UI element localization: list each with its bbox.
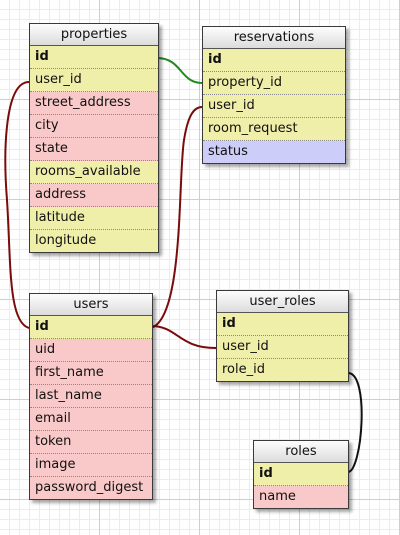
reservations-field-status[interactable]: status bbox=[203, 141, 345, 163]
reservations-field-room-request[interactable]: room_request bbox=[203, 118, 345, 141]
properties-field-address[interactable]: address bbox=[30, 184, 158, 207]
properties-field-state[interactable]: state bbox=[30, 138, 158, 161]
relation-properties-id-to-reservations-property-id bbox=[156, 57, 203, 84]
user-roles-field-user-id[interactable]: user_id bbox=[217, 336, 348, 359]
relation-users-id-to-user-roles-user-id bbox=[150, 325, 217, 349]
roles-field-name[interactable]: name bbox=[254, 486, 348, 508]
reservations-table-header[interactable]: reservations bbox=[203, 27, 345, 49]
properties-field-city[interactable]: city bbox=[30, 115, 158, 138]
users-field-uid[interactable]: uid bbox=[30, 339, 152, 362]
users-field-last-name[interactable]: last_name bbox=[30, 385, 152, 408]
user-roles-field-role-id[interactable]: role_id bbox=[217, 359, 348, 381]
users-field-token[interactable]: token bbox=[30, 431, 152, 454]
reservations-field-property-id[interactable]: property_id bbox=[203, 72, 345, 95]
properties-field-longitude[interactable]: longitude bbox=[30, 230, 158, 252]
user-roles-field-id[interactable]: id bbox=[217, 313, 348, 336]
properties-field-id[interactable]: id bbox=[30, 46, 158, 69]
relation-users-id-to-properties-user-id bbox=[4, 81, 30, 329]
properties-field-user-id[interactable]: user_id bbox=[30, 69, 158, 92]
roles-field-id[interactable]: id bbox=[254, 463, 348, 486]
users-field-email[interactable]: email bbox=[30, 408, 152, 431]
roles-table-header[interactable]: roles bbox=[254, 441, 348, 463]
reservations-field-user-id[interactable]: user_id bbox=[203, 95, 345, 118]
users-field-first-name[interactable]: first_name bbox=[30, 362, 152, 385]
users-table-header[interactable]: users bbox=[30, 294, 152, 316]
users-field-password-digest[interactable]: password_digest bbox=[30, 477, 152, 499]
relation-user-roles-role-id-to-roles-id bbox=[347, 372, 363, 473]
users-field-id[interactable]: id bbox=[30, 316, 152, 339]
properties-field-rooms-available[interactable]: rooms_available bbox=[30, 161, 158, 184]
user-roles-table-header[interactable]: user_roles bbox=[217, 291, 348, 313]
properties-table-header[interactable]: properties bbox=[30, 24, 158, 46]
reservations-field-id[interactable]: id bbox=[203, 49, 345, 72]
properties-field-latitude[interactable]: latitude bbox=[30, 207, 158, 230]
users-field-image[interactable]: image bbox=[30, 454, 152, 477]
properties-field-street-address[interactable]: street_address bbox=[30, 92, 158, 115]
